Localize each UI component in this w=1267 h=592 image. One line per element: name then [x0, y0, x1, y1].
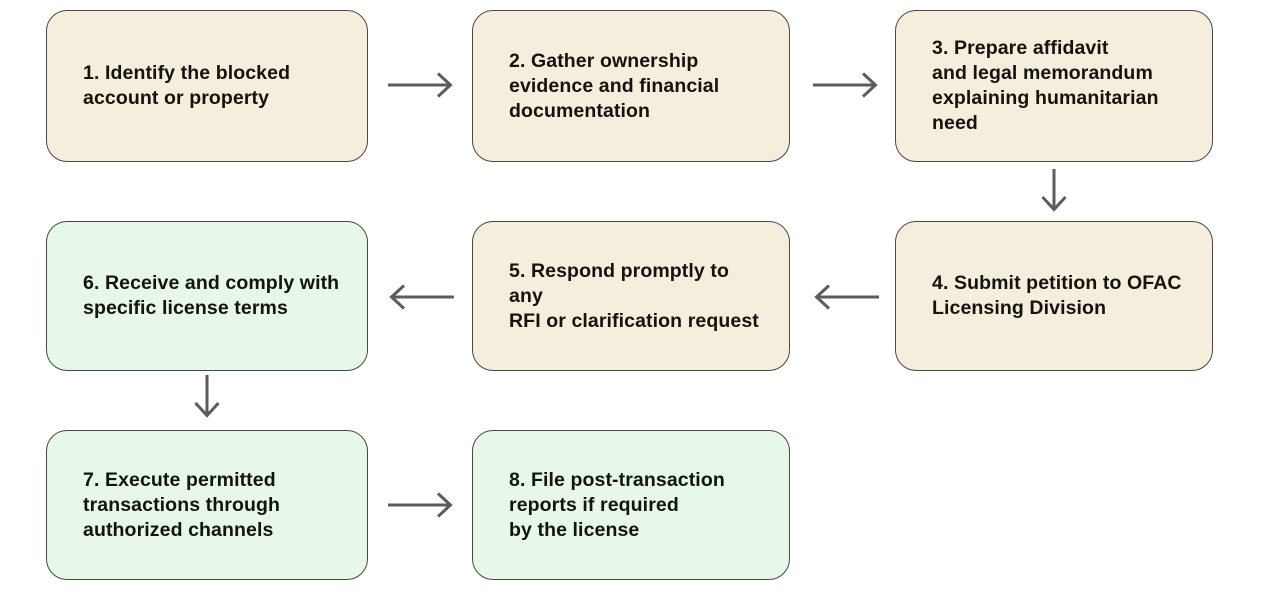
flow-step-3-label: 3. Prepare affidavit and legal memorandu…: [932, 37, 1159, 134]
arrow-right-step7-to-step8-icon: [387, 491, 455, 519]
arrow-left-step5-to-step6-icon: [387, 283, 455, 311]
arrow-left-step4-to-step5-icon: [812, 283, 880, 311]
flow-step-2-label: 2. Gather ownership evidence and financi…: [509, 49, 720, 122]
arrow-right-step1-to-step2-icon: [387, 71, 455, 99]
flow-step-8-label: 8. File post-transaction reports if requ…: [509, 468, 725, 541]
flow-step-1-label: 1. Identify the blocked account or prope…: [83, 62, 291, 109]
flow-step-7-label: 7. Execute permitted transactions throug…: [83, 468, 281, 541]
flow-step-5: 5. Respond promptly to any RFI or clarif…: [472, 221, 790, 371]
flow-step-8: 8. File post-transaction reports if requ…: [472, 430, 790, 580]
flow-step-3: 3. Prepare affidavit and legal memorandu…: [895, 10, 1213, 162]
flow-step-6-label: 6. Receive and comply with specific lice…: [83, 272, 340, 319]
flow-step-7: 7. Execute permitted transactions throug…: [46, 430, 368, 580]
arrow-right-step2-to-step3-icon: [812, 71, 880, 99]
flow-step-1: 1. Identify the blocked account or prope…: [46, 10, 368, 162]
flow-step-4-label: 4. Submit petition to OFAC Licensing Div…: [932, 272, 1182, 319]
arrow-down-step6-to-step7-icon: [193, 374, 221, 420]
flow-step-2: 2. Gather ownership evidence and financi…: [472, 10, 790, 162]
flow-step-5-label: 5. Respond promptly to any RFI or clarif…: [509, 259, 759, 332]
arrow-down-step3-to-step4-icon: [1040, 168, 1068, 214]
flow-step-6: 6. Receive and comply with specific lice…: [46, 221, 368, 371]
flow-step-4: 4. Submit petition to OFAC Licensing Div…: [895, 221, 1213, 371]
